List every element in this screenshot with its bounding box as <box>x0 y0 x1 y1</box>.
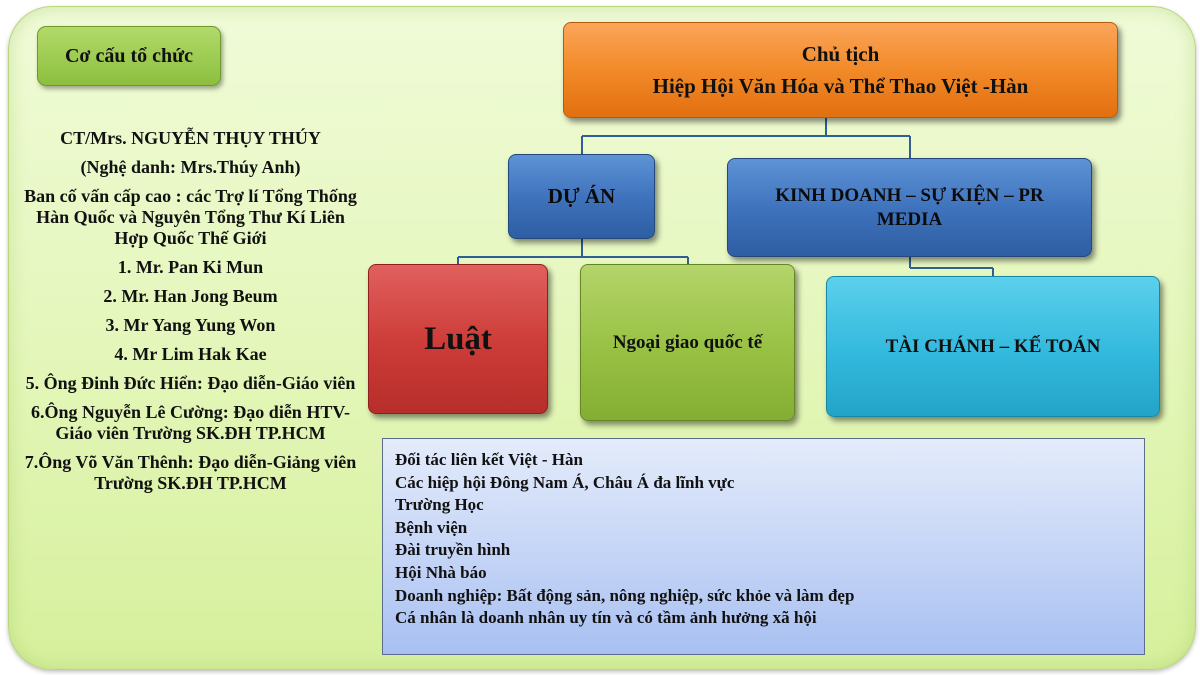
leader-line: (Nghệ danh: Mrs.Thúy Anh) <box>80 157 301 177</box>
international-relations-box: Ngoại giao quốc tế <box>580 264 795 421</box>
chair-org-name: Hiệp Hội Văn Hóa và Thể Thao Việt -Hàn <box>652 74 1029 98</box>
leader-line: CT/Mrs. NGUYỄN THỤY THÚY <box>60 128 321 148</box>
leader-line: 7.Ông Võ Văn Thênh: Đạo diễn-Giảng viên … <box>24 452 357 493</box>
connector-kinhdoanh-to-taichinh <box>909 257 994 276</box>
leader-line: 5. Ông Đinh Đức Hiển: Đạo diễn-Giáo viên <box>25 373 356 393</box>
leadership-list: CT/Mrs. NGUYỄN THỤY THÚY (Nghệ danh: Mrs… <box>18 128 363 502</box>
connector-chair-to-level2 <box>581 118 911 158</box>
finance-accounting-box: TÀI CHÁNH – KẾ TOÁN <box>826 276 1160 417</box>
project-box: DỰ ÁN <box>508 154 655 239</box>
leader-line: 2. Mr. Han Jong Beum <box>103 286 278 306</box>
chair-box: Chủ tịch Hiệp Hội Văn Hóa và Thể Thao Vi… <box>563 22 1118 118</box>
partner-item: Đài truyền hình <box>395 540 511 560</box>
leader-line: 3. Mr Yang Yung Won <box>105 315 276 335</box>
partner-item: Hội Nhà báo <box>395 562 487 582</box>
leader-line: 1. Mr. Pan Ki Mun <box>117 257 264 277</box>
leader-line: Ban cố vấn cấp cao : các Trợ lí Tổng Thố… <box>24 186 357 248</box>
partner-item: Các hiệp hội Đông Nam Á, Châu Á đa lĩnh … <box>395 472 735 492</box>
leader-line: 6.Ông Nguyễn Lê Cường: Đạo diễn HTV-Giáo… <box>31 402 350 443</box>
chair-title: Chủ tịch <box>801 42 880 66</box>
org-structure-title: Cơ cấu tổ chức <box>37 26 221 86</box>
business-event-pr-box: KINH DOANH – SỰ KIỆN – PR MEDIA <box>727 158 1092 257</box>
connector-duan-to-children <box>457 239 689 264</box>
partner-item: Trường Học <box>395 495 484 515</box>
leader-line: 4. Mr Lim Hak Kae <box>114 344 267 364</box>
partner-item: Cá nhân là doanh nhân uy tín và có tầm ả… <box>395 608 817 628</box>
partners-box: Đối tác liên kết Việt - Hàn Các hiệp hội… <box>382 438 1145 655</box>
law-box: Luật <box>368 264 548 414</box>
partner-item: Đối tác liên kết Việt - Hàn <box>395 450 583 469</box>
partner-item: Bệnh viện <box>395 517 468 537</box>
partner-item: Doanh nghiệp: Bất động sản, nông nghiệp,… <box>395 585 855 605</box>
